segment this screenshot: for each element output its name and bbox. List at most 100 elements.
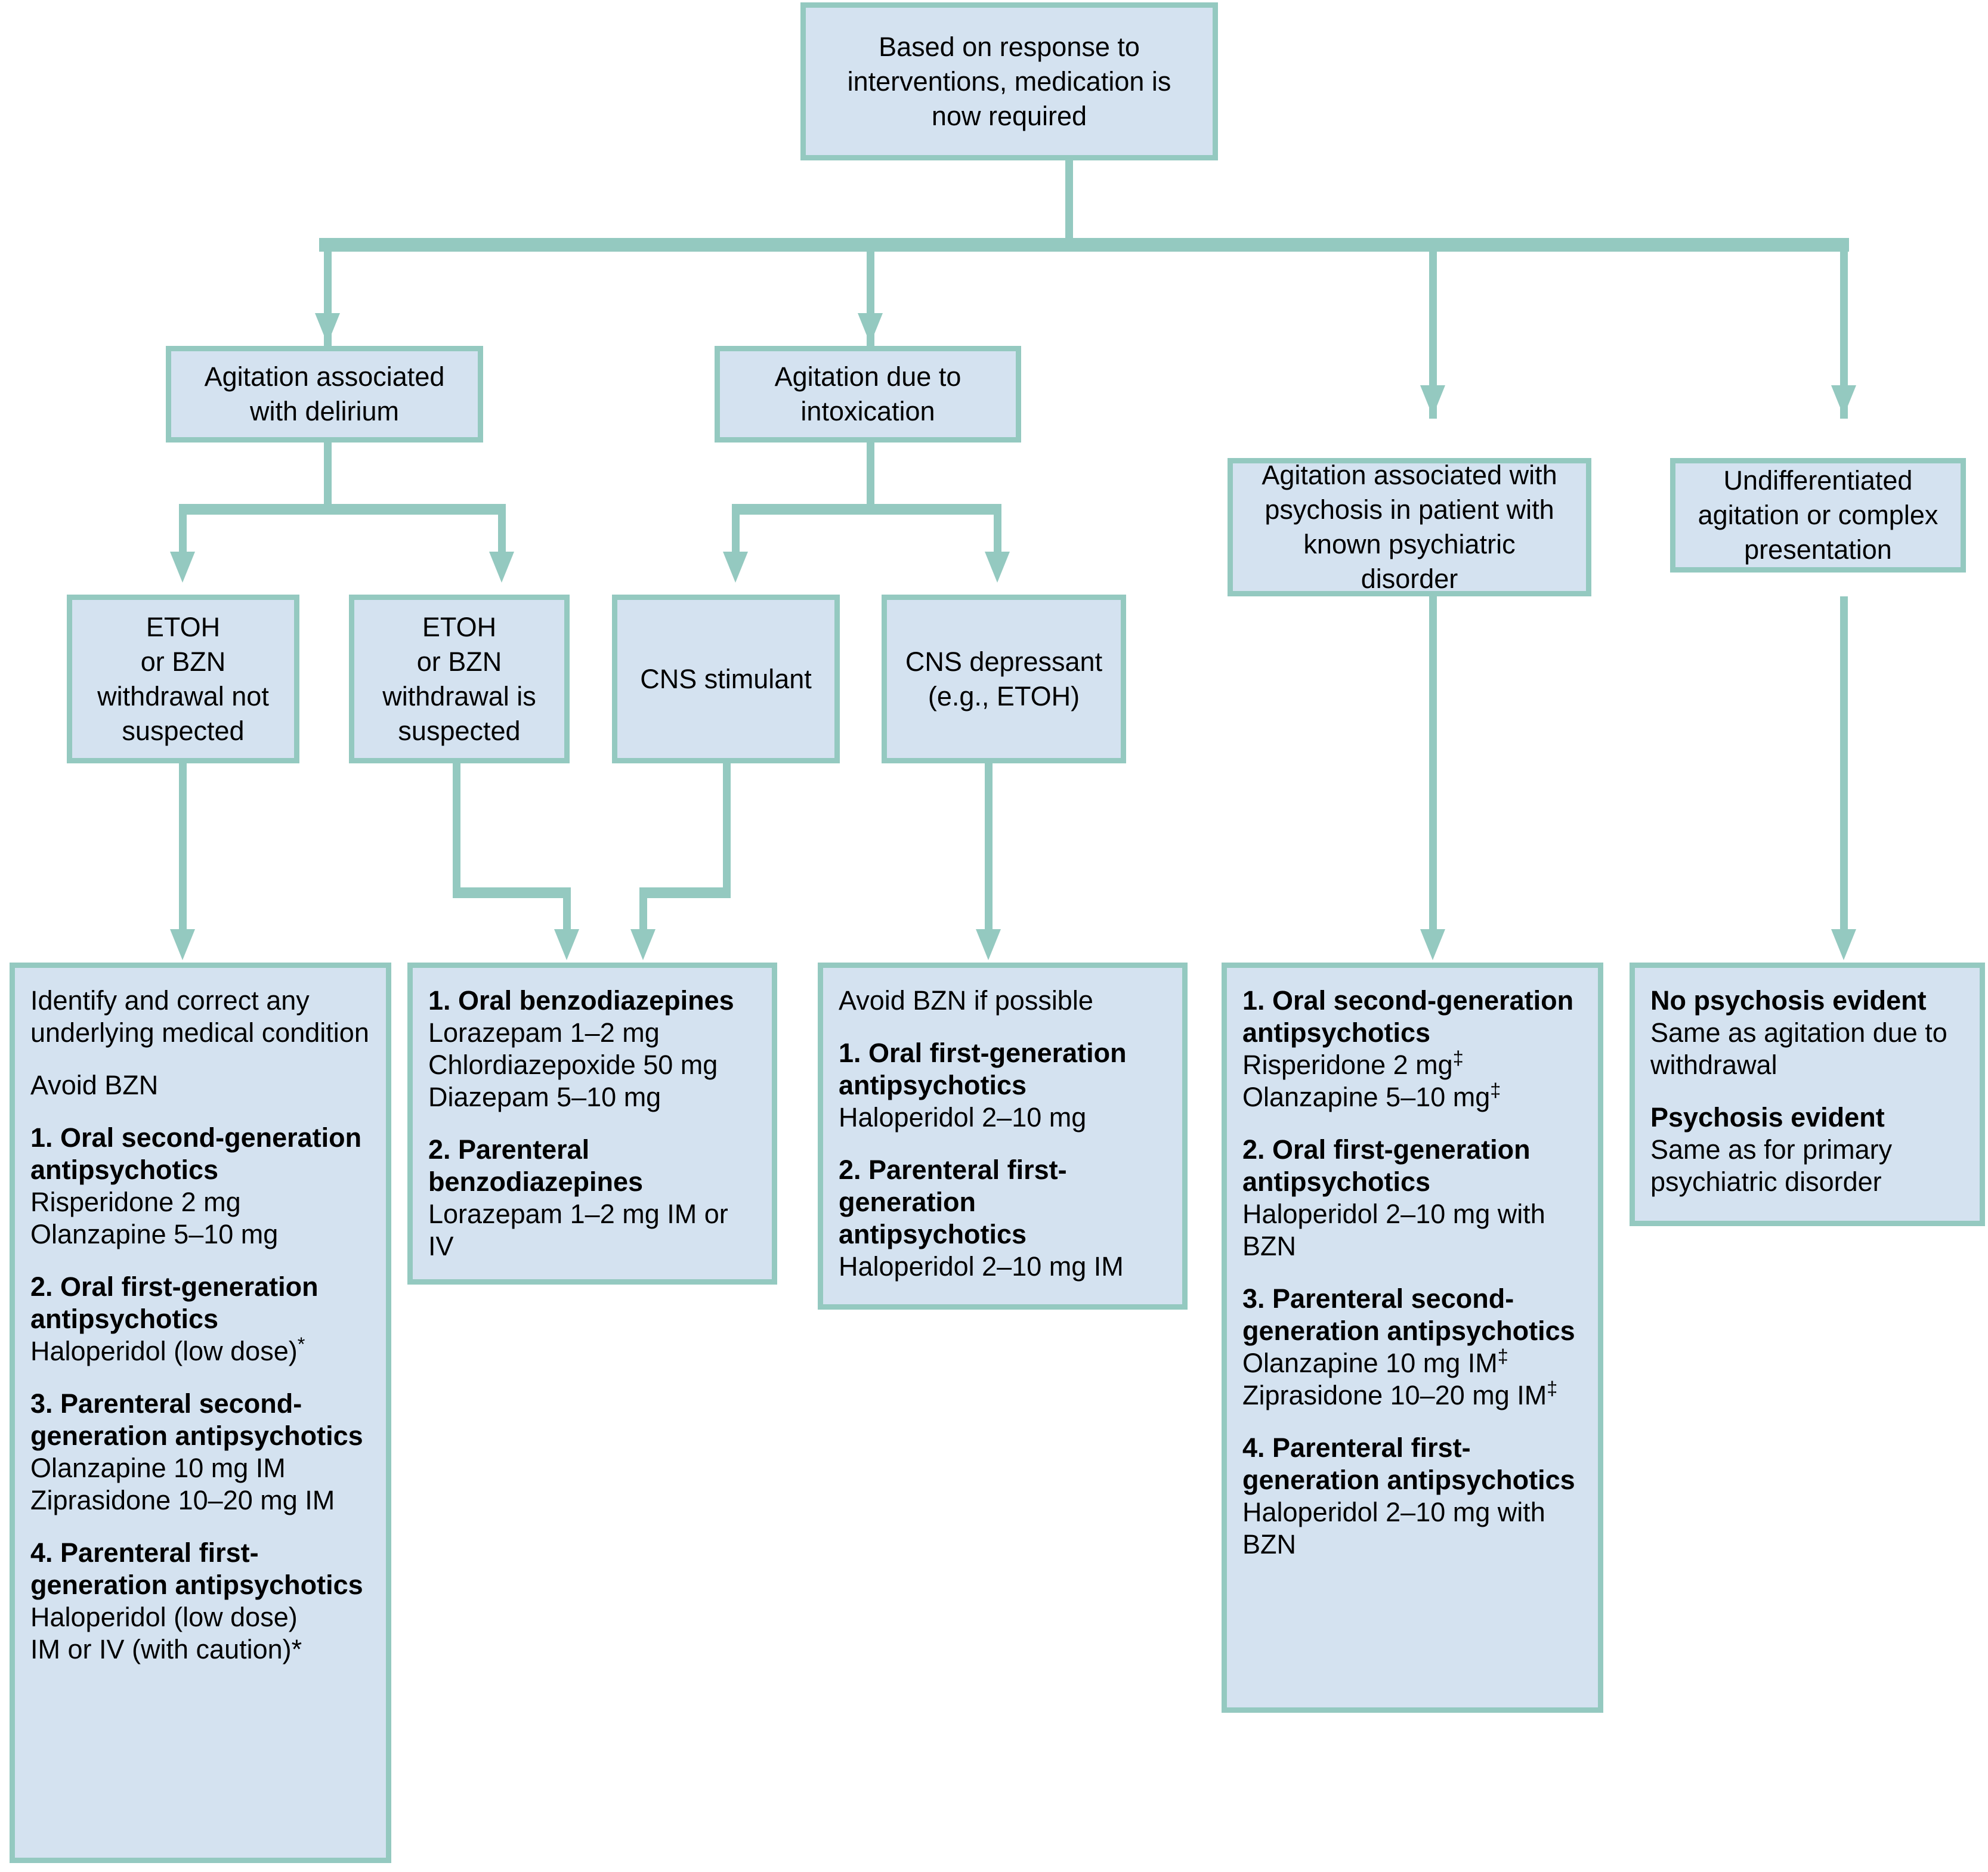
intoxication-line-1: Agitation due to xyxy=(774,361,961,392)
psychosis-step-3: 3. Parenteral second-generation antipsyc… xyxy=(1242,1283,1582,1412)
benzo-step1-drug-1: Lorazepam 1–2 mg xyxy=(428,1017,660,1048)
arrowhead-delirium xyxy=(315,313,340,344)
delirium-step2-title: 2. Oral first-generation antipsychotics xyxy=(30,1271,319,1334)
connector-delirium-stem xyxy=(324,442,332,508)
node-treatment-undifferentiated[interactable]: No psychosis evident Same as agitation d… xyxy=(1630,963,1985,1226)
node-treatment-benzodiazepines[interactable]: 1. Oral benzodiazepines Lorazepam 1–2 mg… xyxy=(407,963,777,1285)
node-treatment-delirium[interactable]: Identify and correct any underlying medi… xyxy=(10,963,391,1863)
connector-bus-to-psychosis xyxy=(1429,246,1437,419)
undifferentiated-line-1: Undifferentiated xyxy=(1723,465,1913,496)
depressant-intro-1: Avoid BZN if possible xyxy=(839,985,1093,1016)
undiff-head-1: No psychosis evident xyxy=(1650,985,1927,1016)
connector-notsuspected-to-treatment xyxy=(179,763,187,930)
delirium-step3-drug-2: Ziprasidone 10–20 mg IM xyxy=(30,1485,335,1515)
psychosis-step3-drug-2-mark: ‡ xyxy=(1547,1378,1558,1399)
depressant-step2-title: 2. Parenteral first-generation antipsych… xyxy=(839,1155,1067,1249)
arrowhead-depressant-treatment xyxy=(976,929,1001,960)
delirium-step4-drug-1: Haloperidol (low dose) xyxy=(30,1602,298,1632)
psychosis-step3-drug-1-wrap: Olanzapine 10 mg IM‡ xyxy=(1242,1347,1582,1379)
connector-depressant-to-treatment xyxy=(985,763,993,930)
delirium-step1-drug-1: Risperidone 2 mg xyxy=(30,1187,241,1217)
connector-stimulant-vert1 xyxy=(723,763,731,895)
connector-issuspected-vert2 xyxy=(563,887,571,936)
psychosis-step1-drug-2-wrap: Olanzapine 5–10 mg‡ xyxy=(1242,1081,1582,1113)
depressant-step-2: 2. Parenteral first-generation antipsych… xyxy=(839,1154,1167,1283)
node-withdrawal-not-suspected[interactable]: ETOH or BZN withdrawal not suspected xyxy=(67,595,299,763)
delirium-step3-drug-1: Olanzapine 10 mg IM xyxy=(30,1453,286,1483)
arrowhead-undifferentiated-treatment xyxy=(1831,929,1856,960)
node-treatment-depressant[interactable]: Avoid BZN if possible 1. Oral first-gene… xyxy=(818,963,1188,1310)
psychosis-step3-drug-2: Ziprasidone 10–20 mg IM xyxy=(1242,1380,1547,1410)
benzo-step1-drug-3: Diazepam 5–10 mg xyxy=(428,1082,661,1112)
undiff-body-2: Same as for primary psychiatric disorder xyxy=(1650,1134,1893,1197)
wns-line-2: or BZN xyxy=(140,646,226,677)
node-agitation-delirium[interactable]: Agitation associated with delirium xyxy=(166,346,483,443)
psychosis-step3-drug-1-mark: ‡ xyxy=(1497,1345,1508,1367)
wis-line-1: ETOH xyxy=(422,611,497,642)
benzo-step1-drug-2: Chlordiazepoxide 50 mg xyxy=(428,1050,718,1080)
wis-line-3: withdrawal is xyxy=(382,680,536,711)
delirium-intro-2: Avoid BZN xyxy=(30,1070,159,1100)
cns-stimulant-line-1: CNS stimulant xyxy=(640,663,812,694)
delirium-step2-drug-1-mark: * xyxy=(297,1333,305,1355)
psychosis-line-1: Agitation associated with xyxy=(1262,460,1557,490)
wns-line-4: suspected xyxy=(122,715,245,746)
node-withdrawal-is-suspected[interactable]: ETOH or BZN withdrawal is suspected xyxy=(349,595,570,763)
root-line-2: interventions, medication is xyxy=(847,66,1171,97)
psychosis-step2-title: 2. Oral first-generation antipsychotics xyxy=(1242,1134,1531,1197)
delirium-step4-drug-2: IM or IV (with caution)* xyxy=(30,1634,302,1664)
psychosis-step3-title: 3. Parenteral second-generation antipsyc… xyxy=(1242,1283,1575,1346)
arrowhead-psychosis xyxy=(1420,385,1445,416)
undiff-body-1: Same as agitation due to withdrawal xyxy=(1650,1017,1947,1080)
benzo-step-2: 2. Parenteral benzodiazepines Lorazepam … xyxy=(428,1134,756,1263)
arrowhead-withdrawal-is-suspected xyxy=(489,552,514,583)
node-cns-depressant[interactable]: CNS depressant (e.g., ETOH) xyxy=(882,595,1126,763)
arrowhead-cns-depressant xyxy=(985,552,1010,583)
wns-line-3: withdrawal not xyxy=(97,680,269,711)
benzo-step2-drug-1: Lorazepam 1–2 mg IM or IV xyxy=(428,1199,728,1261)
root-line-3: now required xyxy=(931,100,1087,131)
node-agitation-psychosis[interactable]: Agitation associated with psychosis in p… xyxy=(1228,458,1591,596)
node-root-decision[interactable]: Based on response to interventions, medi… xyxy=(800,2,1218,160)
arrowhead-benzo-from-withdrawal xyxy=(554,929,579,960)
node-treatment-psychosis[interactable]: 1. Oral second-generation antipsychotics… xyxy=(1222,963,1603,1713)
root-line-1: Based on response to xyxy=(879,31,1140,62)
connector-stimulant-horiz xyxy=(639,887,731,898)
delirium-step3-title: 3. Parenteral second-generation antipsyc… xyxy=(30,1388,363,1451)
delirium-line-2: with delirium xyxy=(249,396,400,426)
delirium-step-2: 2. Oral first-generation antipsychotics … xyxy=(30,1271,370,1367)
psychosis-step-2: 2. Oral first-generation antipsychotics … xyxy=(1242,1134,1582,1263)
psychosis-step1-drug-2-mark: ‡ xyxy=(1490,1079,1501,1101)
delirium-step-3: 3. Parenteral second-generation antipsyc… xyxy=(30,1388,370,1517)
depressant-step1-drug-1: Haloperidol 2–10 mg xyxy=(839,1102,1087,1133)
connector-stimulant-vert2 xyxy=(639,887,647,936)
wns-line-1: ETOH xyxy=(146,611,221,642)
undiff-head-2: Psychosis evident xyxy=(1650,1102,1885,1133)
arrowhead-delirium-treatment xyxy=(170,929,195,960)
node-agitation-undifferentiated[interactable]: Undifferentiated agitation or complex pr… xyxy=(1670,458,1966,573)
psychosis-step-4: 4. Parenteral first-generation antipsych… xyxy=(1242,1432,1582,1561)
connector-delirium-bus xyxy=(179,504,506,515)
delirium-step2-drug-1-wrap: Haloperidol (low dose)* xyxy=(30,1335,370,1367)
psychosis-line-3: known psychiatric xyxy=(1303,529,1516,559)
node-agitation-intoxication[interactable]: Agitation due to intoxication xyxy=(715,346,1021,443)
undifferentiated-line-2: agitation or complex xyxy=(1698,500,1938,530)
arrowhead-withdrawal-not-suspected xyxy=(170,552,195,583)
intoxication-line-2: intoxication xyxy=(800,396,935,426)
psychosis-step4-drug-1: Haloperidol 2–10 mg with BZN xyxy=(1242,1497,1545,1560)
arrowhead-undifferentiated xyxy=(1831,385,1856,416)
connector-issuspected-vert1 xyxy=(453,763,460,895)
depressant-step-1: 1. Oral first-generation antipsychotics … xyxy=(839,1037,1167,1134)
delirium-line-1: Agitation associated xyxy=(204,361,445,392)
benzo-step-1: 1. Oral benzodiazepines Lorazepam 1–2 mg… xyxy=(428,985,734,1113)
psychosis-step4-title: 4. Parenteral first-generation antipsych… xyxy=(1242,1432,1575,1495)
connector-psychosis-to-treatment xyxy=(1429,596,1437,930)
connector-intoxication-bus xyxy=(732,504,1001,515)
benzo-step2-title: 2. Parenteral benzodiazepines xyxy=(428,1134,644,1197)
undifferentiated-line-3: presentation xyxy=(1744,534,1892,565)
wis-line-2: or BZN xyxy=(416,646,502,677)
depressant-step1-title: 1. Oral first-generation antipsychotics xyxy=(839,1038,1127,1100)
node-cns-stimulant[interactable]: CNS stimulant xyxy=(612,595,840,763)
delirium-intro-1: Identify and correct any underlying medi… xyxy=(30,985,369,1048)
